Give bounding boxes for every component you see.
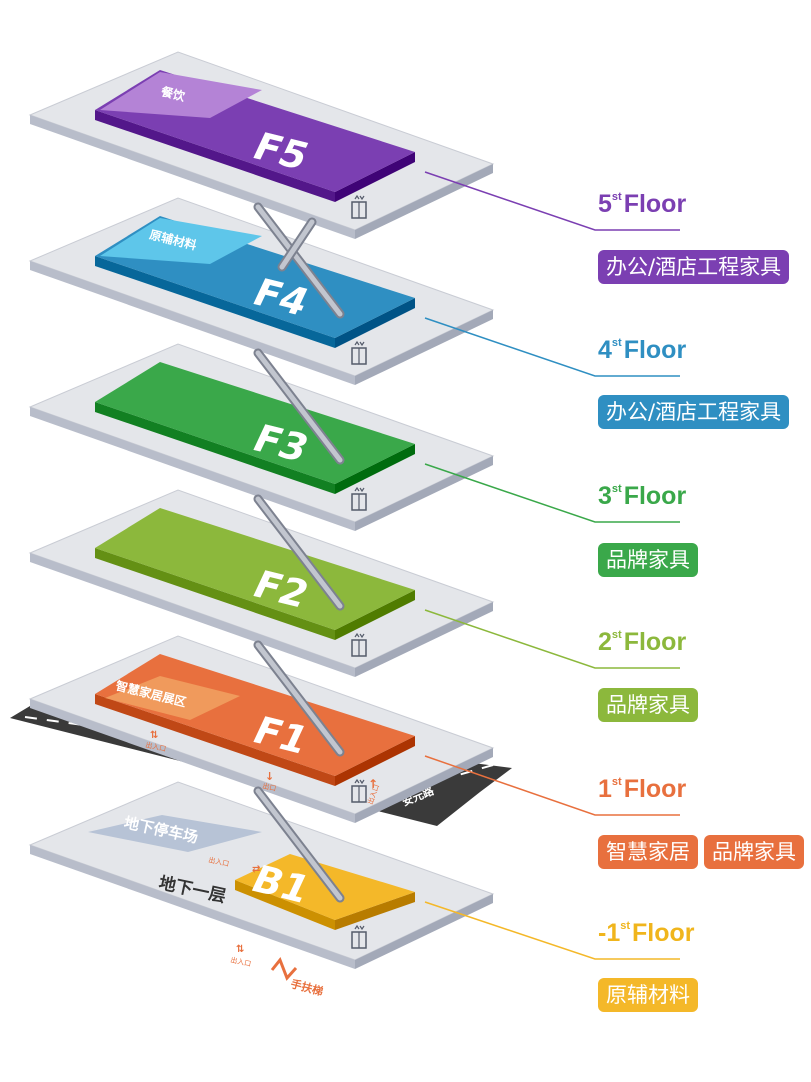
floor-number: 3 <box>598 482 612 510</box>
floor-number: -1 <box>598 919 621 947</box>
floor-title-f3: 3stFloor <box>598 482 686 511</box>
category-tag-f4: 办公/酒店工程家具 <box>598 395 790 429</box>
elevator-icon <box>351 194 367 219</box>
entrance-arrows-icon: ⇅ <box>150 730 158 741</box>
leader-line-f3 <box>424 463 680 523</box>
sub-zone-f1 <box>105 676 240 720</box>
floor-title-f1: 1stFloor <box>598 775 686 804</box>
escalator-rod <box>253 494 345 611</box>
sub-zone-f4 <box>100 218 262 264</box>
escalator-icon <box>270 957 298 981</box>
floor-ordinal: st <box>611 775 622 788</box>
leader-line-b1 <box>424 901 680 960</box>
category-tag-b1: 原辅材料 <box>598 978 698 1012</box>
sub-zone-f5 <box>100 72 262 118</box>
leader-line-f1 <box>424 755 680 816</box>
entrance-arrows-icon: ⇄ <box>252 864 260 875</box>
floor-title-b1: -1stFloor <box>598 919 695 948</box>
parking-zone <box>88 815 262 852</box>
floor-title-f4: 4stFloor <box>598 336 686 365</box>
leader-line-f4 <box>424 317 680 377</box>
escalator-rod <box>253 786 345 903</box>
entrance-label-b1-ramp: 出入口 <box>208 855 230 868</box>
floor-number: 2 <box>598 628 612 656</box>
entrance-arrows-icon: ⇅ <box>236 944 244 955</box>
elevator-icon <box>351 486 367 511</box>
floor-title-f2: 2stFloor <box>598 628 686 657</box>
elevator-icon <box>351 924 367 949</box>
elevator-icon <box>351 632 367 657</box>
escalator-rod <box>253 640 345 757</box>
category-tag-f1: 智慧家居 <box>598 835 698 869</box>
category-tag-f3: 品牌家具 <box>598 543 698 577</box>
floor-ordinal: st <box>620 919 631 932</box>
floor-word: Floor <box>623 775 687 803</box>
exit-arrow-icon: ↓ <box>265 770 274 783</box>
escalator-rod <box>253 348 345 465</box>
floor-word: Floor <box>623 628 687 656</box>
category-tag-f1: 品牌家具 <box>704 835 804 869</box>
category-tag-f2: 品牌家具 <box>598 688 698 722</box>
elevator-icon <box>351 340 367 365</box>
floor-ordinal: st <box>611 190 622 203</box>
escalator-rod <box>253 202 345 319</box>
leader-line-f5 <box>424 171 680 231</box>
elevator-icon <box>351 778 367 803</box>
floor-ordinal: st <box>611 482 622 495</box>
leader-line-f2 <box>424 609 680 669</box>
zone-block-b1 <box>235 854 415 920</box>
floor-number: 5 <box>598 190 612 218</box>
floor-word: Floor <box>623 190 687 218</box>
floor-ordinal: st <box>611 628 622 641</box>
sub-zone-label-f5: 餐饮 <box>160 83 188 104</box>
floor-word: Floor <box>623 482 687 510</box>
floor-ordinal: st <box>611 336 622 349</box>
entrance-arrow-icon: ↑ <box>368 777 378 791</box>
floor-word: Floor <box>623 336 687 364</box>
entrance-label-f1-west: 出入口 <box>145 740 167 753</box>
floor-title-f5: 5stFloor <box>598 190 686 219</box>
entrance-label-b1: 出入口 <box>230 955 252 968</box>
floor-word: Floor <box>632 919 695 947</box>
exit-label-f1: 出口 <box>262 781 278 793</box>
floor-number: 4 <box>598 336 612 364</box>
category-tag-f5: 办公/酒店工程家具 <box>598 250 790 284</box>
escalator-label: 手扶梯 <box>289 976 324 998</box>
floor-number: 1 <box>598 775 612 803</box>
